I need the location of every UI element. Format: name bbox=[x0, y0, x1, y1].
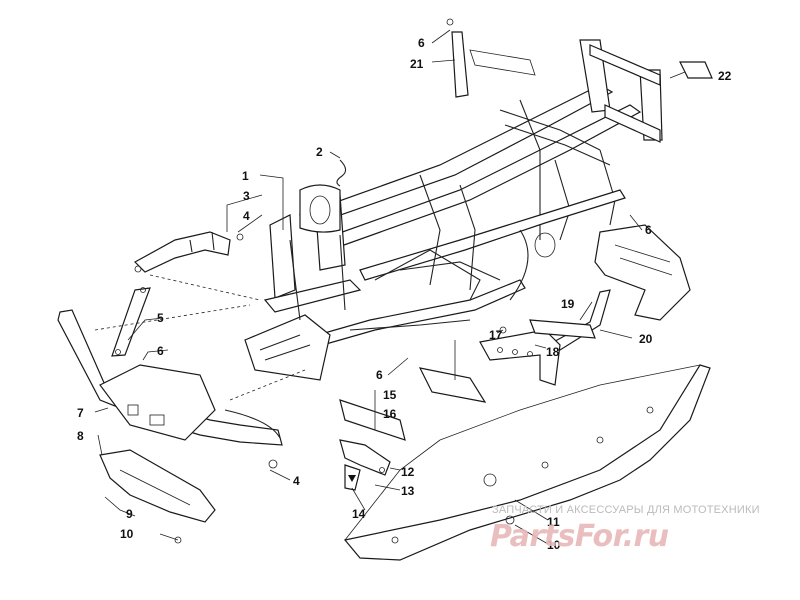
callout-6-rear: 6 bbox=[645, 223, 652, 237]
callout-7: 7 bbox=[77, 406, 84, 420]
mount-bracket bbox=[339, 439, 391, 491]
callout-4-lower: 4 bbox=[293, 474, 300, 488]
callout-12: 12 bbox=[401, 465, 415, 479]
callout-6-front: 6 bbox=[157, 344, 164, 358]
callout-10-rear: 10 bbox=[547, 538, 561, 552]
foam-blocks bbox=[339, 340, 487, 441]
callout-3: 3 bbox=[243, 189, 250, 203]
callout-22: 22 bbox=[718, 69, 732, 83]
callout-13: 13 bbox=[401, 484, 415, 498]
callout-1: 1 bbox=[242, 169, 249, 183]
callout-14: 14 bbox=[352, 507, 366, 521]
callout-5: 5 bbox=[157, 311, 164, 325]
callout-6-top: 6 bbox=[418, 36, 425, 50]
callout-2: 2 bbox=[316, 145, 323, 159]
watermark-tagline: ЗАПЧАСТИ И АКСЕССУАРЫ ДЛЯ МОТОТЕХНИКИ bbox=[492, 504, 760, 516]
wire-clip bbox=[336, 159, 347, 187]
callout-17: 17 bbox=[489, 328, 503, 342]
callout-labels: 1 2 3 4 5 6 7 8 9 10 4 6 21 22 6 6 15 16… bbox=[77, 36, 732, 552]
pad-22 bbox=[679, 61, 713, 79]
callout-8: 8 bbox=[77, 429, 84, 443]
callout-9: 9 bbox=[126, 507, 133, 521]
main-frame bbox=[244, 39, 663, 381]
callout-20: 20 bbox=[639, 332, 653, 346]
leader-lines bbox=[94, 29, 686, 545]
front-skid-plate bbox=[99, 449, 216, 544]
bracket-5 bbox=[111, 287, 151, 357]
callout-4-upper: 4 bbox=[243, 209, 250, 223]
front-bumper bbox=[57, 309, 283, 469]
callout-21: 21 bbox=[410, 57, 424, 71]
rear-bracket bbox=[479, 319, 596, 386]
watermark-logo: PartsFor.ru bbox=[490, 519, 669, 554]
callout-16: 16 bbox=[383, 407, 397, 421]
callout-15: 15 bbox=[383, 388, 397, 402]
callout-10-front: 10 bbox=[120, 527, 134, 541]
callout-11: 11 bbox=[547, 515, 560, 529]
tow-bracket bbox=[446, 18, 536, 98]
callout-6-middle: 6 bbox=[376, 368, 383, 382]
callout-18: 18 bbox=[546, 345, 560, 359]
front-bracket-assembly bbox=[134, 231, 244, 273]
callout-19: 19 bbox=[561, 297, 575, 311]
